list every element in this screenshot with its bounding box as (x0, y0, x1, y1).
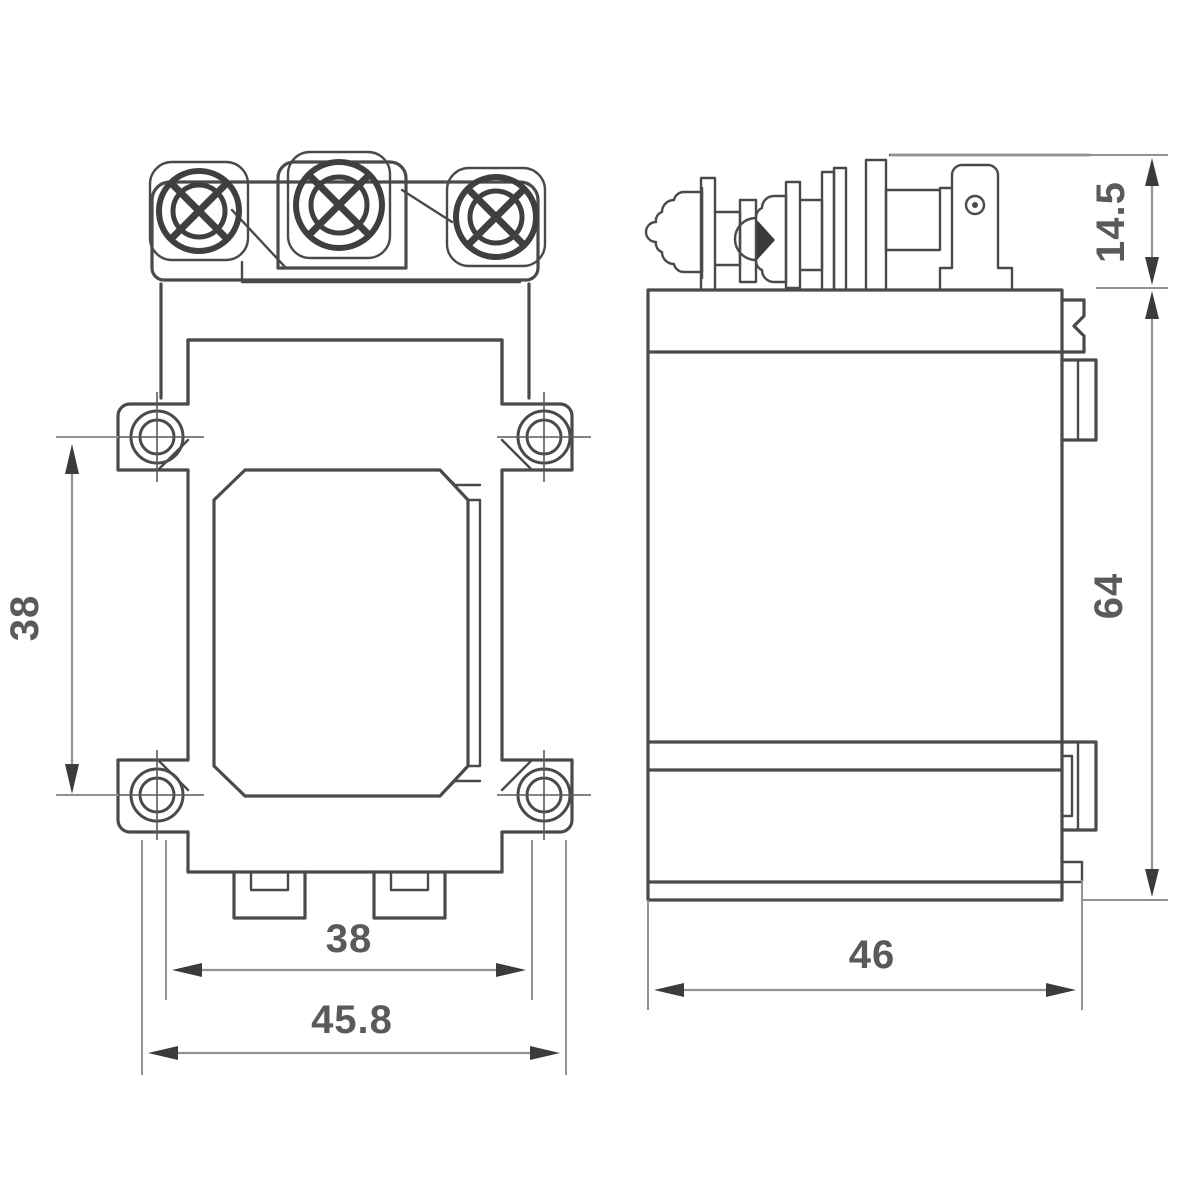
arrow-45h-right (530, 1046, 560, 1060)
terminal-bracket (938, 163, 1014, 292)
ear-chamfer-bottom-right (500, 758, 534, 792)
washer-1 (699, 176, 717, 292)
dim-label-width-45-8: 45.8 (311, 998, 393, 1042)
washer-3 (784, 180, 802, 290)
tab-right-outline (372, 870, 447, 920)
dim-label-height-14-5: 14.5 (1089, 181, 1133, 263)
screw-inner-ring-left (170, 182, 228, 240)
dimension-height-38: 38 (3, 436, 118, 796)
dim-label-height-38: 38 (3, 595, 47, 642)
phillips-cross-center (307, 173, 371, 237)
hole-crosshair-br (497, 750, 591, 840)
arrow-64-top (1145, 291, 1159, 319)
terminal-block-side (884, 188, 942, 252)
terminal-screw-left (148, 160, 250, 262)
terminal-ledge-step (240, 260, 522, 284)
bottom-tab-left (232, 870, 307, 920)
screw-head-side-2 (733, 194, 788, 284)
dim-label-width-46: 46 (849, 933, 896, 977)
clip-top-profile (1060, 298, 1086, 354)
ear-chamfer-top-right (500, 438, 534, 472)
terminal-screw-center (286, 150, 392, 260)
tab-right-slot (389, 870, 430, 892)
screw-head-side-1 (644, 190, 704, 274)
arrow-46-left (654, 983, 684, 997)
dimension-width-38: 38 (165, 840, 533, 1000)
side-body-outline (646, 288, 1064, 902)
hole-crosshair-tr (497, 392, 591, 482)
mounting-hole-bottom-left (110, 750, 204, 840)
arrow-45h-left (148, 1046, 178, 1060)
coil-window-notch-top (438, 468, 482, 487)
hole-crosshair-bl (110, 750, 204, 840)
clip-bottom-tab (1060, 860, 1084, 884)
dimension-width-45-8: 45.8 (141, 840, 567, 1075)
link-right (400, 188, 454, 224)
terminal-post (832, 166, 848, 292)
bracket-eyelet-center (972, 202, 978, 208)
washer-2 (738, 198, 758, 284)
arrow-38h-right (496, 963, 526, 977)
mounting-hole-top-right (497, 392, 591, 482)
bracket-eyelet (964, 194, 986, 216)
coil-window-right-step (466, 498, 482, 768)
front-view: 38 38 45.8 (3, 150, 591, 1075)
phillips-cross-right (466, 187, 526, 247)
arrow-46-right (1046, 983, 1076, 997)
dim-label-height-64: 64 (1087, 573, 1131, 620)
screw-outer-ring-right (453, 174, 539, 260)
dim-label-width-38: 38 (326, 917, 373, 961)
terminal-screw-right (445, 166, 547, 268)
tab-left-outline (232, 870, 307, 920)
center-terminal-boss (276, 160, 408, 270)
screw-outer-ring-center (293, 159, 385, 251)
mounting-hole-top-left (110, 392, 204, 482)
arrow-38v-bottom (65, 764, 79, 794)
dimension-height-14-5: 14.5 (890, 154, 1168, 289)
screw-seat-left (148, 160, 250, 262)
tab-left-slot (249, 870, 290, 892)
dimension-height-64: 64 (1082, 287, 1168, 901)
arrow-64-bottom (1145, 869, 1159, 897)
side-clip-lower (1060, 740, 1098, 832)
side-terminal-profile (644, 158, 1014, 292)
side-clip-upper (1060, 358, 1098, 442)
arrow-145-bottom (1145, 257, 1159, 285)
phillips-cross-left (169, 181, 229, 241)
terminal-bar-outline (150, 180, 540, 282)
screw-inner-ring-center (308, 174, 370, 236)
side-view: 14.5 64 46 (644, 153, 1168, 1010)
nut-shade-marker (757, 220, 775, 260)
clip-lower-tongue (1060, 754, 1074, 818)
housing-main-outline (116, 338, 574, 874)
arrow-38v-top (65, 444, 79, 474)
housing-neck-sides (159, 282, 531, 400)
screw-seat-center (286, 150, 392, 260)
arrow-38h-left (172, 963, 202, 977)
screw-outer-ring-left (156, 168, 242, 254)
screw-seat-right (445, 166, 547, 268)
screw-inner-ring-right (467, 188, 525, 246)
mounting-hole-bottom-right (497, 750, 591, 840)
arrow-145-top (1145, 158, 1159, 186)
hole-crosshair-tl (110, 392, 204, 482)
dimension-width-46: 46 (647, 880, 1083, 1010)
side-clip-bottom (1060, 860, 1084, 884)
side-clip-top (1060, 298, 1086, 354)
bottom-tab-right (372, 870, 447, 920)
coil-window-notch-bottom (438, 779, 482, 798)
